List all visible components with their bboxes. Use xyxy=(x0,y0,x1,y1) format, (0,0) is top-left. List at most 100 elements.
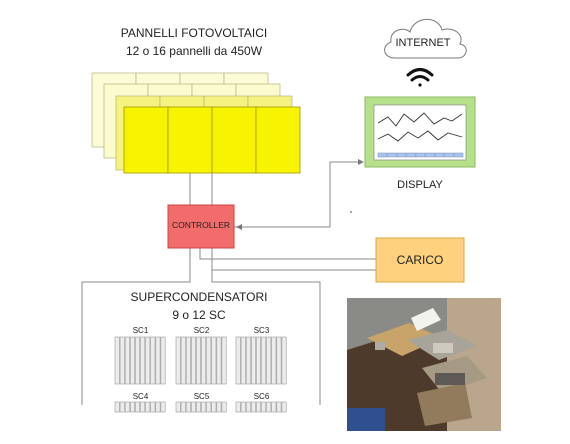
display-bar-segment xyxy=(434,152,445,158)
supercaps-subtitle: 9 o 12 SC xyxy=(172,308,226,322)
supercapacitor-bank xyxy=(114,336,166,385)
capacitor-cell xyxy=(119,336,125,385)
capacitor-cell xyxy=(271,336,277,385)
capacitor-cell xyxy=(276,336,282,385)
display-bar-segment xyxy=(453,152,464,158)
capacitor-cell xyxy=(175,401,181,413)
capacitor-cell xyxy=(261,336,267,385)
capacitor-cell xyxy=(124,336,130,385)
capacitor-cell xyxy=(221,401,227,413)
capacitor-cell xyxy=(150,401,156,413)
supercapacitor-bank xyxy=(235,401,287,413)
display-bar-segment xyxy=(377,152,388,158)
capacitor-cell xyxy=(180,401,186,413)
capacitor-cell xyxy=(160,401,166,413)
sc-label: SC6 xyxy=(253,392,270,401)
capacitor-cell xyxy=(185,401,191,413)
capacitor-cell xyxy=(196,401,201,413)
capacitor-cell xyxy=(271,401,277,413)
capacitor-cell xyxy=(251,336,256,385)
sc-label: SC2 xyxy=(193,326,210,335)
display-status-bar xyxy=(377,152,464,158)
controller-arrowhead xyxy=(236,224,242,230)
capacitor-cell xyxy=(206,401,212,413)
capacitor-cell xyxy=(206,336,212,385)
capacitor-cell xyxy=(235,401,241,413)
display-arrowhead xyxy=(358,159,364,165)
capacitor-cell xyxy=(201,401,207,413)
capacitor-cell xyxy=(155,401,161,413)
capacitor-cell xyxy=(135,336,140,385)
sc-label: SC3 xyxy=(253,326,270,335)
display-bar-segment xyxy=(415,152,426,158)
capacitor-cell xyxy=(185,336,191,385)
capacitor-cell xyxy=(276,401,282,413)
supercapacitor-banks xyxy=(114,336,287,413)
capacitor-cell xyxy=(140,401,146,413)
capacitor-cell xyxy=(281,401,287,413)
controller-to-display-line xyxy=(234,161,358,228)
capacitor-cell xyxy=(211,401,217,413)
capacitor-cell xyxy=(135,401,140,413)
capacitor-cell xyxy=(124,401,130,413)
load-box xyxy=(375,237,465,283)
display-trace-1 xyxy=(377,112,463,127)
solar-panel xyxy=(211,106,257,174)
display-bar-segment xyxy=(444,152,454,158)
supercapacitor-bank xyxy=(114,401,166,413)
display-trace-2 xyxy=(377,130,463,142)
capacitor-cell xyxy=(140,336,146,385)
panels-title: PANNELLI FOTOVOLTAICI xyxy=(120,26,268,40)
capacitor-cell xyxy=(130,401,135,413)
capacitor-cell xyxy=(281,336,287,385)
wifi-icon xyxy=(406,68,434,87)
controller-to-load-bottom xyxy=(211,265,376,271)
capacitor-cell xyxy=(216,401,222,413)
display-bar-segment xyxy=(425,152,435,158)
controller-box xyxy=(167,204,235,249)
controller-label: CONTROLLER xyxy=(171,220,231,230)
capacitor-cell xyxy=(240,336,246,385)
capacitor-cell xyxy=(235,336,241,385)
capacitor-cell xyxy=(211,336,217,385)
capacitor-cell xyxy=(114,336,120,385)
display-label: DISPLAY xyxy=(397,179,443,191)
capacitor-cell xyxy=(251,401,256,413)
capacitor-cell xyxy=(266,336,272,385)
sc-label: SC1 xyxy=(132,326,149,335)
prototype-photo xyxy=(347,298,501,431)
capacitor-cell xyxy=(145,401,151,413)
capacitor-cell xyxy=(155,336,161,385)
display-screen xyxy=(373,104,467,161)
cloud-icon xyxy=(384,18,467,59)
capacitor-cell xyxy=(119,401,125,413)
front-panel-array xyxy=(123,106,301,174)
solar-panel xyxy=(167,106,213,174)
capacitor-cell xyxy=(160,336,166,385)
capacitor-cell xyxy=(114,401,120,413)
sc-label: SC5 xyxy=(193,392,210,401)
panels-subtitle: 12 o 16 pannelli da 450W xyxy=(125,44,263,58)
load-label: CARICO xyxy=(396,253,444,267)
capacitor-cell xyxy=(180,336,186,385)
supercapacitor-bank xyxy=(175,336,227,385)
capacitor-cell xyxy=(130,336,135,385)
capacitor-cell xyxy=(216,336,222,385)
capacitor-cell xyxy=(196,336,201,385)
cloud-label: INTERNET xyxy=(395,37,451,49)
capacitor-cell xyxy=(191,336,196,385)
capacitor-cell xyxy=(221,336,227,385)
display-bar-segment xyxy=(387,152,397,158)
display-bar-segment xyxy=(396,152,407,158)
solar-panel xyxy=(255,106,301,174)
capacitor-cell xyxy=(245,336,251,385)
capacitor-cell xyxy=(245,401,251,413)
supercapacitor-bank xyxy=(175,401,227,413)
capacitor-cell xyxy=(201,336,207,385)
capacitor-cell xyxy=(261,401,267,413)
capacitor-cell xyxy=(175,336,181,385)
wiring xyxy=(81,161,376,405)
capacitor-cell xyxy=(266,401,272,413)
